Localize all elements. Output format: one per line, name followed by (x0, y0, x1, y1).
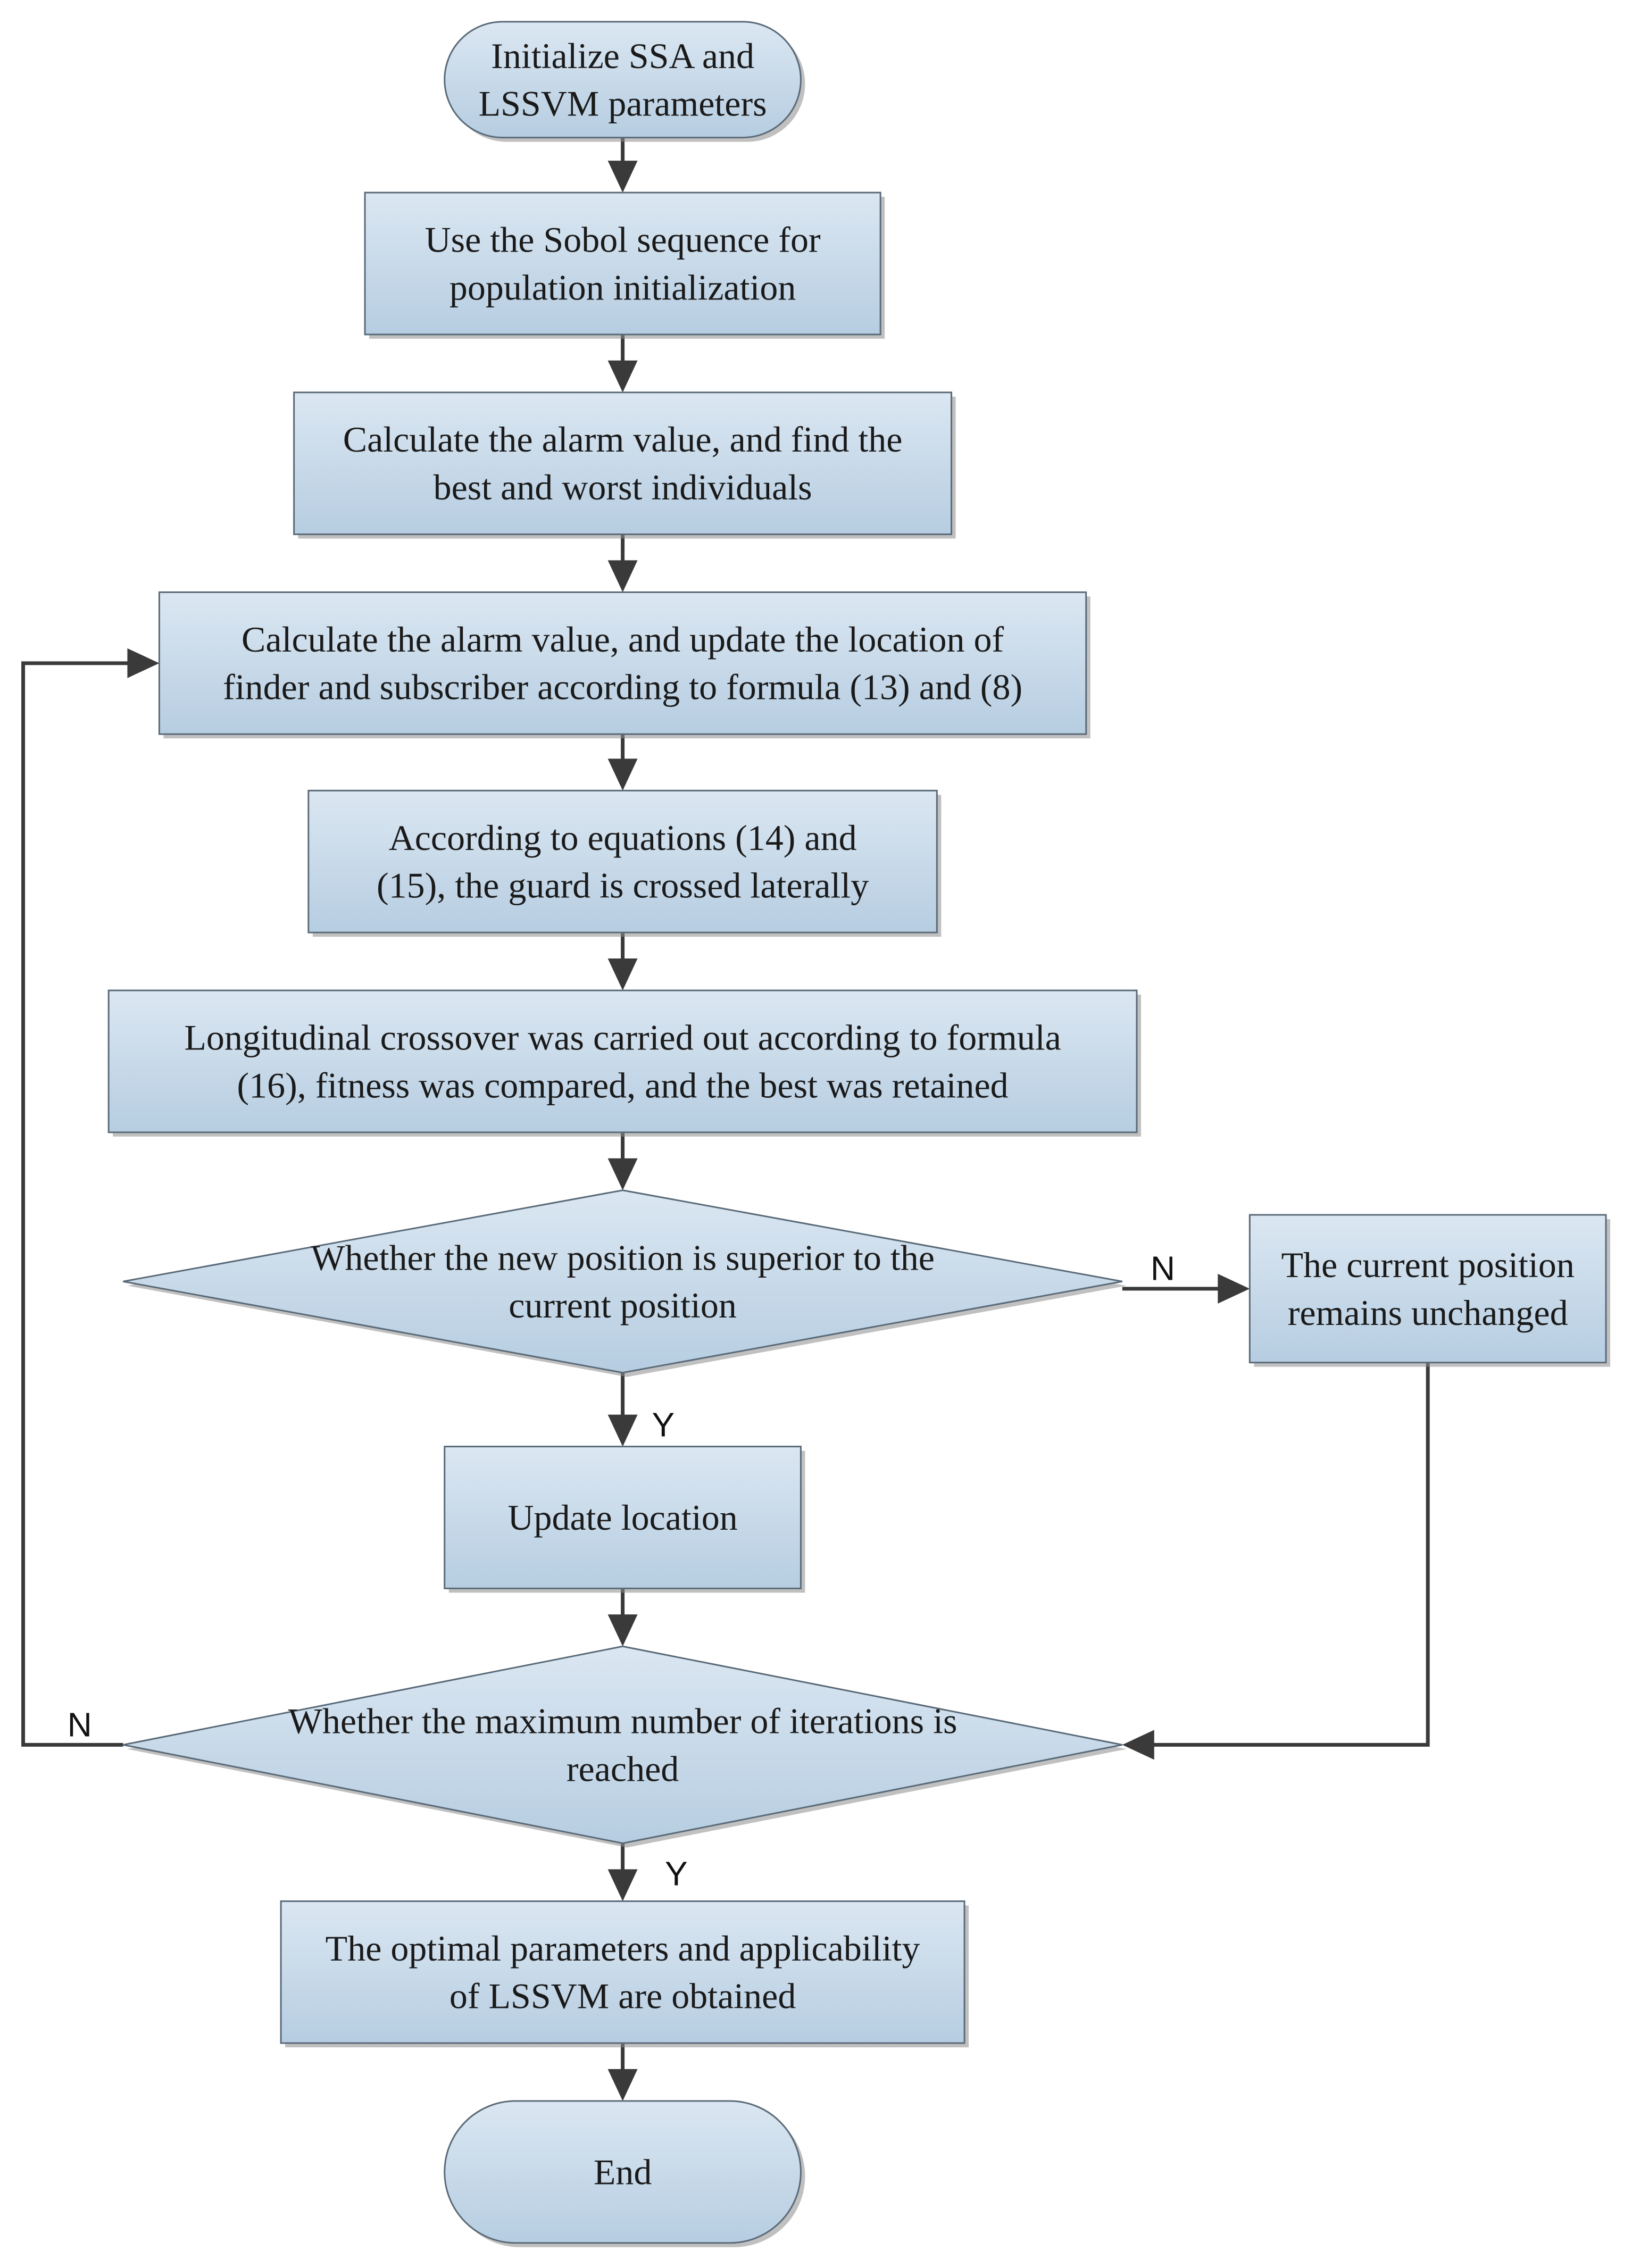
edge-update-to-iter (607, 1588, 638, 1647)
node-label-line: current position (509, 1285, 737, 1325)
edge-update-finder-to-guard (607, 734, 638, 791)
node-label-line: LSSVM parameters (479, 84, 767, 124)
node-longitudinal: Longitudinal crossover was carried out a… (107, 989, 1142, 1137)
edge-iter-no-loop (21, 648, 160, 1747)
node-label-line: of LSSVM are obtained (449, 1976, 796, 2016)
branch-label-position-yes: Y (652, 1406, 675, 1444)
node-label-line: remains unchanged (1288, 1293, 1568, 1333)
node-update-location: Update location (444, 1446, 805, 1593)
arrowhead (607, 758, 638, 791)
node-label-line: Longitudinal crossover was carried out a… (184, 1018, 1061, 1058)
edge-unchanged-to-iter (1122, 1362, 1430, 1760)
node-decision-position: Whether the new position is superior to … (123, 1189, 1127, 1377)
node-update-finder: Calculate the alarm value, and update th… (158, 591, 1090, 739)
node-label-line: Whether the new position is superior to … (311, 1237, 935, 1278)
process-box (444, 1446, 802, 1589)
arrowhead (127, 648, 160, 678)
arrowhead (1218, 1273, 1250, 1304)
node-label-line: End (594, 2152, 652, 2192)
node-label-line: best and worst individuals (434, 467, 812, 507)
node-sobol-init: Use the Sobol sequence for population ini… (364, 191, 885, 339)
process-box (293, 391, 953, 536)
edge-sobol-to-alarm (607, 334, 638, 393)
branch-labels: N Y N Y (68, 1249, 1175, 1893)
arrowhead (607, 1614, 638, 1647)
arrowhead (607, 161, 638, 193)
node-label-line: Calculate the alarm value, and find the (343, 419, 903, 460)
node-label-line: According to equations (14) and (389, 818, 857, 858)
node-label-line: The optimal parameters and applicability (326, 1928, 920, 1969)
decision-diamond (123, 1189, 1123, 1374)
node-label-line: finder and subscriber according to formu… (223, 667, 1022, 707)
terminal-shape (444, 2100, 802, 2244)
branch-label-iter-yes: Y (665, 1855, 688, 1893)
node-label-line: (15), the guard is crossed laterally (377, 865, 869, 906)
edge-alarm-to-update-finder (607, 534, 638, 593)
terminal-shape (444, 21, 802, 139)
node-label-line: Calculate the alarm value, and update th… (242, 619, 1004, 660)
node-label-line: Initialize SSA and (491, 36, 754, 76)
edge-iter-yes-to-optimal (607, 1843, 638, 1902)
edge-decision-yes-to-update (607, 1372, 638, 1447)
connector-line (21, 661, 130, 1747)
node-label-line: Use the Sobol sequence for (425, 220, 821, 260)
branch-label-iter-no: N (68, 1705, 92, 1744)
node-label-line: Update location (507, 1497, 737, 1538)
node-label-line: (16), fitness was compared, and the best… (237, 1065, 1008, 1105)
process-box (107, 989, 1138, 1133)
node-optimal: The optimal parameters and applicability… (280, 1900, 969, 2048)
node-label-line: The current position (1281, 1245, 1574, 1285)
node-end: End (444, 2100, 805, 2247)
arrowhead (1122, 1730, 1154, 1760)
edge-decision-no-to-unchanged (1122, 1273, 1250, 1304)
edge-longitudinal-to-decision (607, 1132, 638, 1190)
process-box (280, 1900, 965, 2044)
node-label-line: reached (567, 1748, 679, 1789)
node-label-line: Whether the maximum number of iterations… (288, 1700, 957, 1741)
arrowhead (607, 560, 638, 593)
node-label-line: population initialization (449, 267, 796, 307)
edge-optimal-to-end (607, 2043, 638, 2102)
process-box (1248, 1214, 1607, 1364)
arrowhead (607, 1869, 638, 1902)
node-guard-cross: According to equations (14) and (15), the… (307, 789, 942, 937)
connectors (21, 137, 1430, 2102)
edge-guard-to-longitudinal (607, 932, 638, 991)
process-box (364, 191, 881, 336)
edge-start-to-sobol (607, 137, 638, 193)
branch-label-position-no: N (1151, 1249, 1175, 1288)
node-alarm-best-worst: Calculate the alarm value, and find the b… (293, 391, 956, 539)
arrowhead (607, 958, 638, 991)
arrowhead (607, 360, 638, 393)
process-box (158, 591, 1087, 735)
arrowhead (607, 1158, 638, 1190)
arrowhead (607, 1414, 638, 1447)
connector-line (1152, 1362, 1430, 1747)
arrowhead (607, 2069, 638, 2102)
node-unchanged: The current position remains unchanged (1248, 1214, 1611, 1367)
process-box (307, 789, 938, 933)
decision-diamond (123, 1645, 1123, 1845)
node-decision-iter: Whether the maximum number of iterations… (123, 1645, 1127, 1848)
